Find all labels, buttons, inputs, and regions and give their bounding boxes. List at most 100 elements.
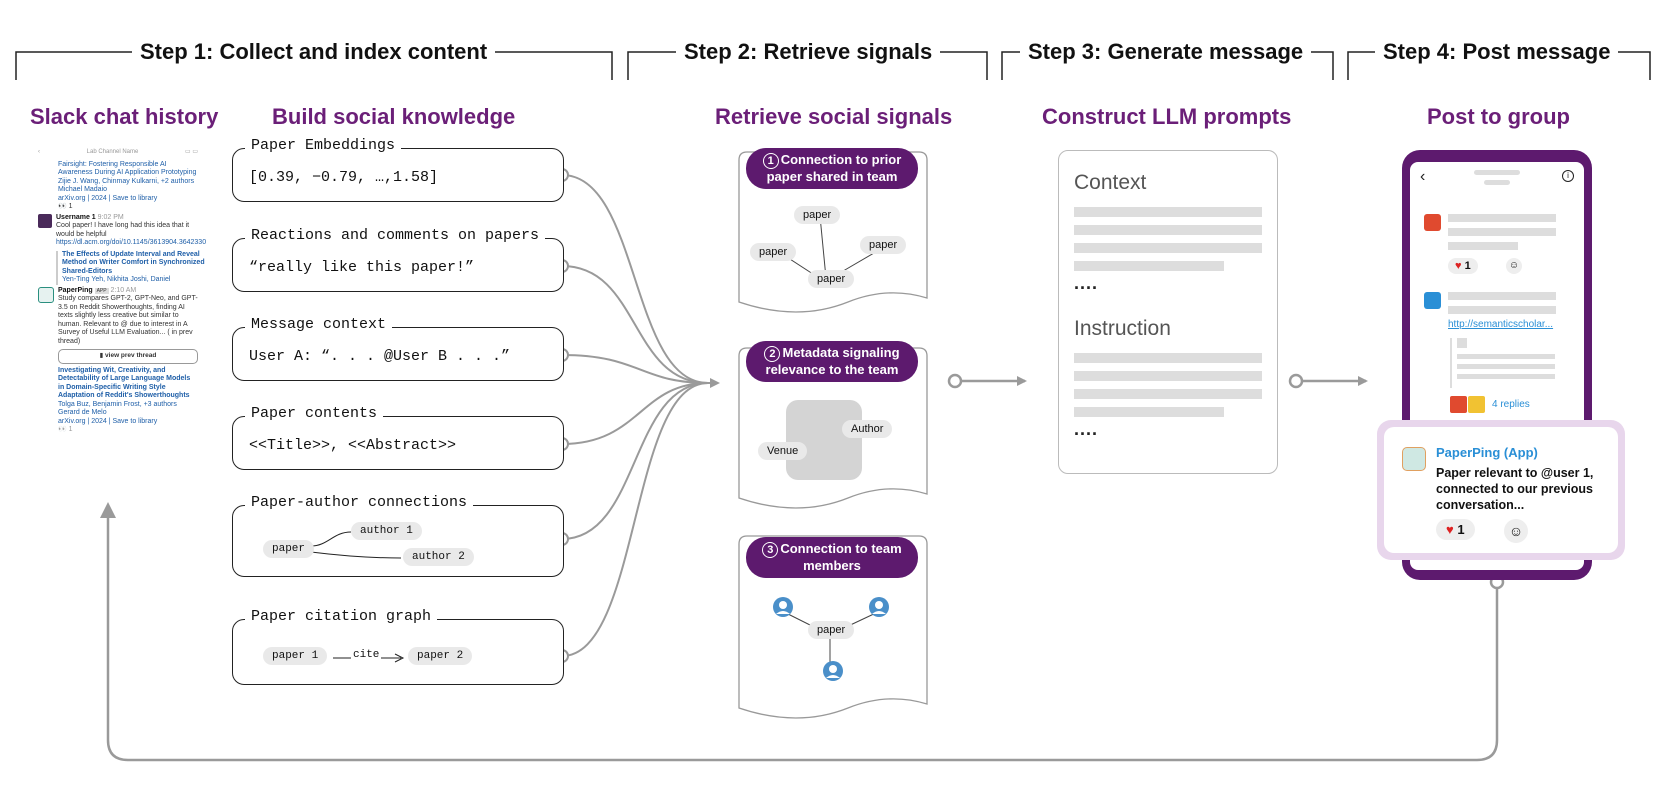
chat-paper1: Fairsight: Fostering Responsible AI Awar… <box>38 161 198 212</box>
user-icon <box>869 597 889 617</box>
knowledge-content: <<Title>>, <<Abstract>> <box>249 437 457 454</box>
ellipsis: .... <box>1074 419 1099 439</box>
signal3-title: Connection to team members <box>780 541 902 573</box>
signal2-node-venue: Venue <box>758 442 808 460</box>
text-placeholder-bar <box>1457 374 1555 379</box>
paper1-title[interactable]: Fairsight: Fostering Responsible AI Awar… <box>58 160 197 177</box>
view-thread-button[interactable]: ▮ view prev thread <box>58 349 198 364</box>
user1-link[interactable]: https://dl.acm.org/doi/10.1145/3613904.3… <box>56 239 207 246</box>
quote-title[interactable]: The Effects of Update Interval and Revea… <box>62 250 205 275</box>
text-placeholder-bar <box>1074 389 1262 399</box>
slack-chat-history: ‹ Lab Channel Name ▭ ▭ Fairsight: Foster… <box>38 148 206 448</box>
thread-icon: ▮ <box>99 352 106 359</box>
add-reaction-icon[interactable]: ☺ <box>1506 258 1522 274</box>
add-reaction-icon[interactable]: ☺ <box>1504 519 1528 543</box>
back-chevron-icon[interactable]: ‹ <box>1420 168 1426 185</box>
knowledge-content: [0.39, −0.79, …,1.58] <box>249 169 439 186</box>
avatar <box>1468 396 1485 413</box>
user-icon <box>773 597 793 617</box>
paper2-authors: Tolga Buz, Benjamin Frost, +3 authors Ge… <box>58 400 177 417</box>
chat-paper2: Investigating Wit, Creativity, and Detec… <box>38 367 198 435</box>
step1-title: Step 1: Collect and index content <box>132 38 496 66</box>
chat-header-icons: ▭ ▭ <box>184 149 198 155</box>
paper1-reaction[interactable]: 👀 1 <box>58 203 198 212</box>
signal2-number: 2 <box>764 346 781 362</box>
step4-title: Step 4: Post message <box>1375 38 1619 66</box>
signal1-node-paper: paper <box>750 243 797 261</box>
replies-link[interactable]: 4 replies <box>1492 399 1530 410</box>
knowledge-box-author-connections: Paper-author connections paper author 1 … <box>232 494 564 577</box>
knowledge-label: Paper Embeddings <box>245 137 402 154</box>
paper2-reaction[interactable]: 👀 1 <box>58 426 198 435</box>
prompt-context-heading: Context <box>1074 171 1147 194</box>
knowledge-content: User A: “. . . @User B . . .” <box>249 348 511 365</box>
paperping-notification[interactable]: PaperPing (App) Paper relevant to @user … <box>1384 427 1618 553</box>
text-placeholder-bar <box>1448 228 1556 236</box>
reaction-count: 1 <box>1464 260 1471 272</box>
notification-message: Paper relevant to @user 1, connected to … <box>1436 466 1594 512</box>
section-slack-history: Slack chat history <box>30 104 219 129</box>
bot-message: Study compares GPT-2, GPT-Neo, and GPT-3… <box>58 295 198 345</box>
signal1-node-paper: paper <box>794 206 841 224</box>
signal1-node-paper: paper <box>860 236 907 254</box>
bot-name: PaperPing <box>58 286 93 294</box>
chevron-left-icon: ‹ <box>38 149 40 155</box>
step2-title: Step 2: Retrieve signals <box>676 38 941 66</box>
text-placeholder-bar <box>1074 407 1224 417</box>
avatar <box>1424 214 1441 231</box>
eyes-icon: 👀 <box>58 426 67 433</box>
bot-app-badge: APP <box>94 287 109 294</box>
avatar <box>1424 292 1441 309</box>
reaction-heart[interactable]: ♥ 1 <box>1448 258 1478 274</box>
graph-node-paper: paper <box>263 540 315 558</box>
app-name: PaperPing (App) <box>1436 445 1538 460</box>
avatar <box>38 213 52 228</box>
heart-icon: ♥ <box>1446 522 1454 537</box>
text-placeholder-bar <box>1448 292 1556 300</box>
avatar <box>1450 396 1467 413</box>
paper2-title[interactable]: Investigating Wit, Creativity, and Detec… <box>58 366 191 400</box>
knowledge-box-message-context: Message context User A: “. . . @User B .… <box>232 316 564 381</box>
signal1-title: Connection to prior paper shared in team <box>766 152 902 184</box>
arrow-to-post-port <box>1288 373 1304 389</box>
text-placeholder-bar <box>1448 306 1556 314</box>
reaction-count: 1 <box>1457 522 1465 537</box>
feedback-loop-arrowhead <box>100 502 116 518</box>
signal-card-outlines <box>738 151 928 719</box>
info-icon[interactable]: i <box>1562 170 1574 182</box>
user1-name: Username 1 <box>56 213 96 221</box>
paper1-meta: arXiv.org | 2024 | Save to library <box>58 194 158 202</box>
graph-node-author1: author 1 <box>351 522 422 540</box>
arrow-to-llm-port <box>947 373 963 389</box>
ellipsis: .... <box>1074 273 1099 293</box>
knowledge-label: Paper-author connections <box>245 494 474 511</box>
paper2-meta: arXiv.org | 2024 | Save to library <box>58 417 158 425</box>
text-placeholder-bar <box>1074 225 1262 235</box>
graph-node-paper1: paper 1 <box>263 647 328 665</box>
semantic-scholar-link[interactable]: http://semanticscholar... <box>1448 319 1554 330</box>
llm-prompt-card: Context .... Instruction .... <box>1058 150 1278 474</box>
knowledge-label: Paper citation graph <box>245 608 438 625</box>
user1-time: 9:02 PM <box>97 213 124 221</box>
knowledge-label: Reactions and comments on papers <box>245 227 546 244</box>
chat-header: ‹ Lab Channel Name ▭ ▭ <box>38 148 198 157</box>
paperping-logo-icon <box>1402 447 1426 471</box>
preview-thumb <box>1457 338 1467 348</box>
view-thread-label: view prev thread <box>105 352 157 359</box>
knowledge-box-citation-graph: Paper citation graph paper 1 cite paper … <box>232 608 564 685</box>
text-placeholder-bar <box>1074 371 1262 381</box>
chat-message-user1: Username 1 9:02 PM Cool paper! I have lo… <box>38 213 206 285</box>
paper1-authors: Zijie J. Wang, Chinmay Kulkarni, +2 auth… <box>58 177 195 194</box>
header-placeholder <box>1474 170 1520 175</box>
knowledge-box-reactions: Reactions and comments on papers “really… <box>232 227 564 292</box>
reaction-heart[interactable]: ♥ 1 <box>1436 519 1475 540</box>
feedback-loop-line <box>106 510 1499 762</box>
text-placeholder-bar <box>1074 353 1262 363</box>
signal1-number: 1 <box>762 153 779 169</box>
quote-authors: Yen-Ting Yeh, Nikhita Joshi, Daniel <box>62 276 171 283</box>
header-placeholder <box>1484 180 1510 185</box>
text-placeholder-bar <box>1457 364 1555 369</box>
signal3-number: 3 <box>762 542 779 558</box>
paperping-avatar-icon <box>38 286 54 303</box>
